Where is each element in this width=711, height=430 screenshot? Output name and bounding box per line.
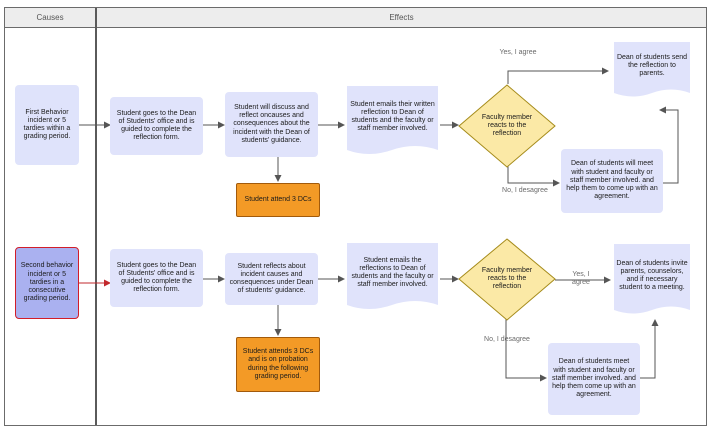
r1-decision-text: Faculty member reacts to the reflection <box>481 113 533 138</box>
r1-consequence-box: Student attend 3 DCs <box>236 183 320 217</box>
r1-yes-result-text: Dean of students send the reflection to … <box>616 53 688 78</box>
r2-email-text: Student emails the reflections to Dean o… <box>351 256 434 289</box>
r1-email-doc: Student emails their written reflection … <box>345 84 440 160</box>
effects-header: Effects <box>97 8 706 28</box>
document-shape <box>614 42 690 97</box>
r2-step2-box: Student reflects about incident causes a… <box>225 253 318 305</box>
r1-yes-label: Yes, I agree <box>499 49 537 56</box>
r1-yes-result-doc: Dean of students send the reflection to … <box>612 40 692 102</box>
lane-divider <box>95 8 97 425</box>
arrow-r1-yes <box>507 67 609 84</box>
document-shape <box>347 243 438 309</box>
r1-step1-box: Student goes to the Dean of Students' of… <box>110 97 203 155</box>
decision-diamond-shape <box>458 238 556 321</box>
arrow-r2-no <box>505 319 547 382</box>
r1-no-result-box: Dean of students will meet with student … <box>561 149 663 213</box>
r2-step1-box: Student goes to the Dean of Students' of… <box>110 249 203 307</box>
document-shape <box>347 86 438 154</box>
r2-no-result-box: Dean of students meet with student and f… <box>548 343 640 415</box>
r2-yes-result-doc: Dean of students invite parents, counsel… <box>612 242 692 320</box>
r1-no-label: No, I desagree <box>502 187 548 194</box>
decision-diamond-shape <box>458 84 556 168</box>
arrow-r1-no <box>507 166 560 187</box>
r2-no-label: No, I desagree <box>484 336 530 343</box>
r1-decision: Faculty member reacts to the reflection <box>458 84 556 168</box>
diagram-frame <box>4 7 707 426</box>
r2-decision: Faculty member reacts to the reflection <box>458 238 556 321</box>
r1-email-text: Student emails their written reflection … <box>350 100 435 133</box>
r2-decision-text: Faculty member reacts to the reflection <box>481 266 533 291</box>
causes-header: Causes <box>5 8 95 28</box>
r2-yes-label: Yes, I agree <box>572 271 590 287</box>
arrow-r2-no-to-yes <box>640 319 659 379</box>
document-shape <box>614 244 690 314</box>
arrow-r1-no-to-yes <box>659 106 679 184</box>
r1-step2-box: Student will discuss and reflect oncause… <box>225 92 318 157</box>
r2-consequence-box: Student attends 3 DCs and is on probatio… <box>236 337 320 392</box>
r2-cause-box: Second behavior incident or 5 tardies in… <box>15 247 79 319</box>
r2-email-doc: Student emails the reflections to Dean o… <box>345 241 440 315</box>
r2-yes-result-text: Dean of students invite parents, counsel… <box>616 259 688 292</box>
r1-cause-box: First Behavior incident or 5 tardies wit… <box>15 85 79 165</box>
